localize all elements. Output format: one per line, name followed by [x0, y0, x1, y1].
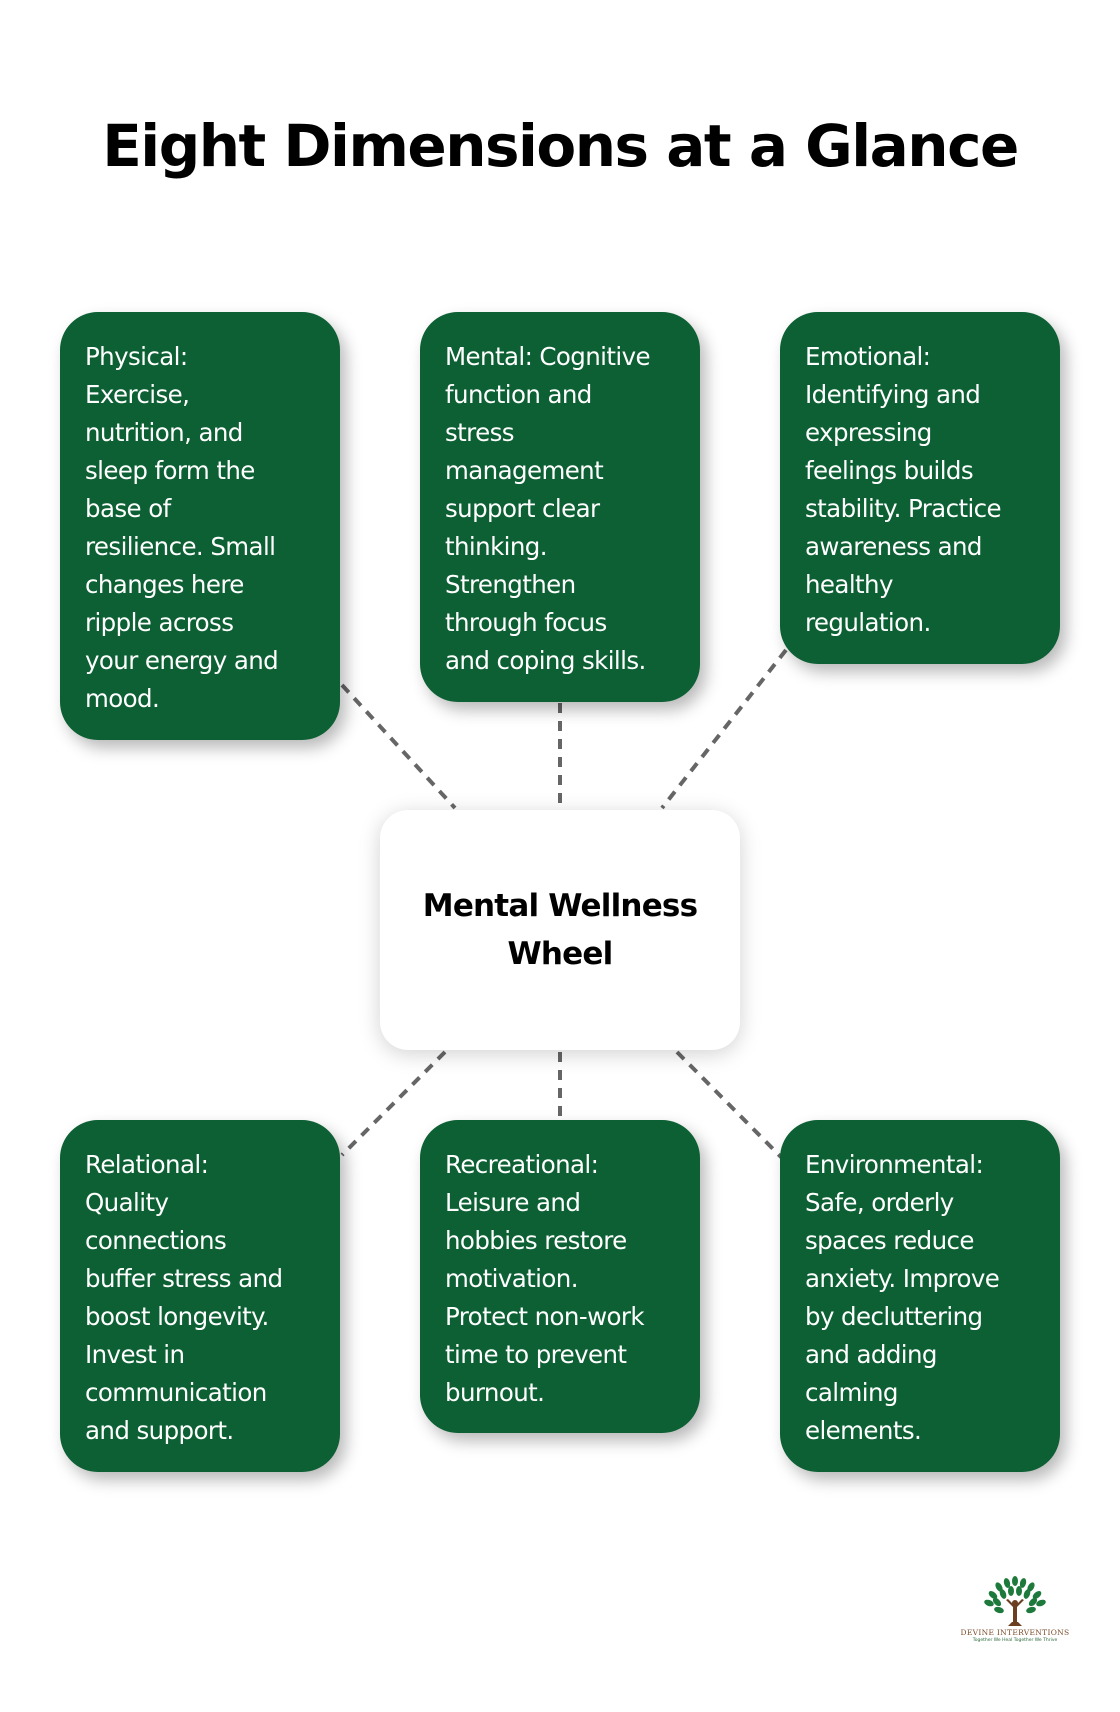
card-text-line: through focus — [445, 608, 607, 637]
card-text-line: Identifying and — [805, 380, 981, 409]
card-text-line: changes here — [85, 570, 244, 599]
card-text-line: regulation. — [805, 608, 931, 637]
card-text-line: Emotional: — [805, 342, 931, 371]
card-text-line: time to prevent — [445, 1340, 627, 1369]
card-text-line: feelings builds — [805, 456, 974, 485]
card-text-line: management — [445, 456, 604, 485]
connector-emotional — [660, 648, 788, 810]
card-text-line: Invest in — [85, 1340, 185, 1369]
card-text-line: calming — [805, 1378, 898, 1407]
card-text-line: boost longevity. — [85, 1302, 269, 1331]
card-text-line: buffer stress and — [85, 1264, 283, 1293]
card-text-line: Mental: Cognitive — [445, 342, 651, 371]
card-text-line: Quality — [85, 1188, 169, 1217]
card-text-line: and support. — [85, 1416, 234, 1445]
card-text-line: communication — [85, 1378, 267, 1407]
card-text-line: function and — [445, 380, 592, 409]
card-text-line: stability. Practice — [805, 494, 1002, 523]
card-text-line: your energy and — [85, 646, 279, 675]
logo-brand: DEVINE INTERVENTIONS — [960, 1628, 1070, 1637]
card-text-line: nutrition, and — [85, 418, 243, 447]
card-recreational: Recreational: Leisure and hobbies restore m… — [420, 1120, 700, 1433]
card-text-line: hobbies restore — [445, 1226, 627, 1255]
card-text-line: elements. — [805, 1416, 922, 1445]
card-text-line: base of — [85, 494, 171, 523]
card-text-line: healthy — [805, 570, 893, 599]
card-text-line: Physical: — [85, 342, 188, 371]
card-text-line: by decluttering — [805, 1302, 983, 1331]
card-physical: Physical: Exercise, nutrition, and sleep fo… — [60, 312, 340, 740]
connector-environmental — [675, 1050, 784, 1160]
card-environmental: Environmental: Safe, orderly spaces reduce… — [780, 1120, 1060, 1472]
card-text-line: Protect non-work — [445, 1302, 645, 1331]
card-text-line: Environmental: — [805, 1150, 984, 1179]
card-text-line: sleep form the — [85, 456, 255, 485]
card-text-line: awareness and — [805, 532, 982, 561]
card-text-line: Leisure and — [445, 1188, 581, 1217]
card-relational: Relational: Quality connections buffer stre… — [60, 1120, 340, 1472]
center-node: Mental Wellness Wheel — [380, 810, 740, 1050]
center-title-line2: Wheel — [507, 936, 614, 972]
card-text-line: Safe, orderly — [805, 1188, 954, 1217]
card-text-line: burnout. — [445, 1378, 545, 1407]
card-emotional: Emotional: Identifying and expressing feeli… — [780, 312, 1060, 664]
card-text-line: Strengthen — [445, 570, 576, 599]
card-mental: Mental: Cognitive function and stress manag… — [420, 312, 700, 702]
card-text-line: Relational: — [85, 1150, 209, 1179]
card-text-line: motivation. — [445, 1264, 579, 1293]
page-title: Eight Dimensions at a Glance — [102, 112, 1019, 180]
card-text-line: spaces reduce — [805, 1226, 974, 1255]
logo-tagline: Together We Heal Together We Thrive — [972, 1638, 1058, 1643]
tree-icon — [984, 1576, 1046, 1626]
center-title-line1: Mental Wellness — [422, 888, 698, 924]
card-text-line: and adding — [805, 1340, 937, 1369]
card-text-line: stress — [445, 418, 515, 447]
connector-relational — [340, 1050, 447, 1157]
card-text-line: Exercise, — [85, 380, 190, 409]
connector-physical — [340, 683, 457, 810]
card-text-line: Recreational: — [445, 1150, 599, 1179]
card-text-line: expressing — [805, 418, 932, 447]
card-text-line: and coping skills. — [445, 646, 646, 675]
logo: DEVINE INTERVENTIONS Together We Heal To… — [960, 1576, 1070, 1656]
card-text-line: mood. — [85, 684, 160, 713]
card-text-line: support clear — [445, 494, 600, 523]
card-text-line: resilience. Small — [85, 532, 276, 561]
card-text-line: connections — [85, 1226, 227, 1255]
card-text-line: anxiety. Improve — [805, 1264, 1000, 1293]
card-text-line: ripple across — [85, 608, 234, 637]
card-text-line: thinking. — [445, 532, 548, 561]
